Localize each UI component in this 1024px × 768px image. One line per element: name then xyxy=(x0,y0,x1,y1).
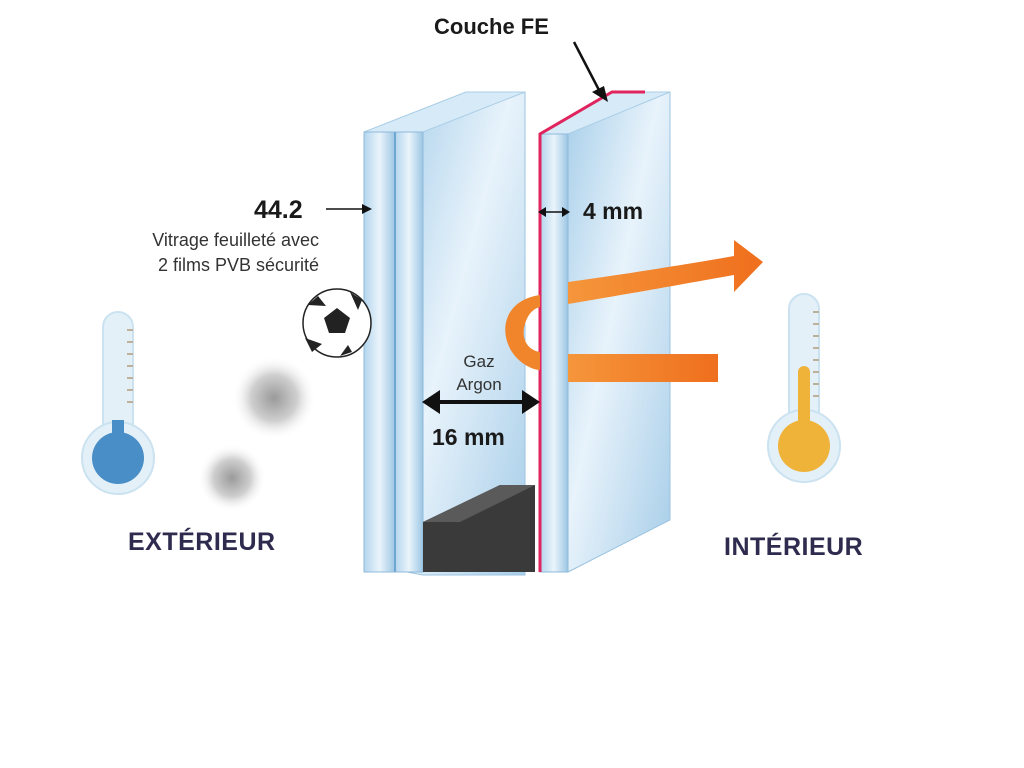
laminated-pointer xyxy=(326,204,372,214)
pane-thickness-arrow xyxy=(538,207,570,217)
heat-arrow-loop xyxy=(505,295,540,370)
spacer-bar-top xyxy=(423,485,535,522)
spacer-bar xyxy=(423,485,535,572)
laminated-pane-edge-outer xyxy=(363,131,396,573)
gas-label-line1: Gaz xyxy=(463,352,495,371)
laminated-description-line2: 2 films PVB sécurité xyxy=(157,255,319,275)
laminated-thickness-label: 44.2 xyxy=(254,196,303,224)
heat-arrow-outgoing xyxy=(568,240,763,304)
low-e-coating-label: Couche FE xyxy=(434,14,549,39)
interior-label: INTÉRIEUR xyxy=(724,533,864,561)
coated-pane xyxy=(538,90,671,573)
gas-label: Gaz Argon xyxy=(436,350,522,396)
laminated-description: Vitrage feuilleté avec 2 films PVB sécur… xyxy=(152,228,319,278)
coated-pane-face xyxy=(567,91,671,573)
football-blur-2 xyxy=(232,356,316,440)
football-icon xyxy=(302,288,372,358)
heat-reflection-arrow xyxy=(505,240,763,382)
laminated-description-line1: Vitrage feuilleté avec xyxy=(152,230,319,250)
football-impact xyxy=(198,288,372,512)
warm-thermometer-icon xyxy=(767,293,841,483)
pane-thickness-label: 4 mm xyxy=(583,198,644,224)
gas-label-line2: Argon xyxy=(456,375,502,394)
football-blur-3 xyxy=(198,444,266,512)
coating-pointer xyxy=(572,41,608,102)
laminated-pane-edge-inner xyxy=(394,131,424,573)
coated-pane-edge xyxy=(539,133,569,573)
cold-thermometer-icon xyxy=(81,311,155,495)
heat-arrow-incoming xyxy=(568,354,718,382)
exterior-label: EXTÉRIEUR xyxy=(128,528,276,556)
gap-width-arrow xyxy=(422,390,540,414)
laminated-pane xyxy=(363,91,535,576)
gap-width-label: 16 mm xyxy=(432,424,505,450)
